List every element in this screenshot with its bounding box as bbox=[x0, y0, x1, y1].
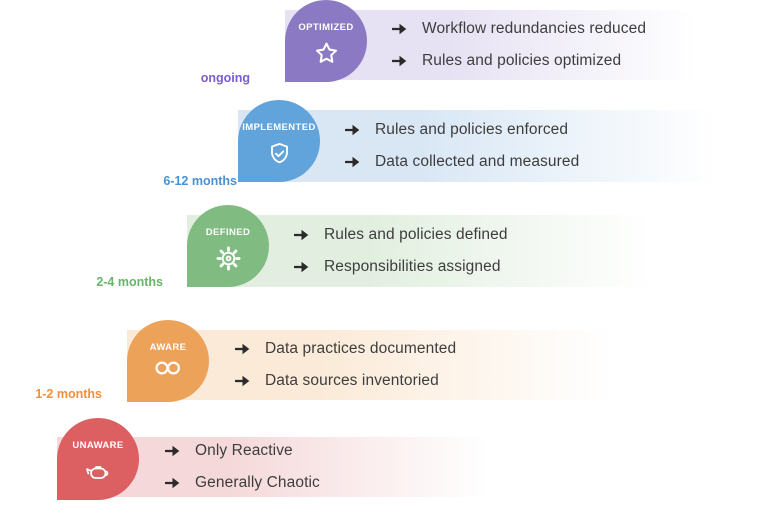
level-badge: DEFINED bbox=[187, 205, 269, 287]
level-name: UNAWARE bbox=[72, 440, 124, 451]
bullet-text: Rules and policies optimized bbox=[422, 52, 622, 69]
arrow-right-icon bbox=[392, 55, 407, 67]
bullet-text: Data practices documented bbox=[265, 340, 457, 357]
level-bar bbox=[57, 437, 497, 497]
bullet-item: Rules and policies optimized bbox=[392, 50, 646, 72]
bullet-text: Rules and policies defined bbox=[324, 226, 508, 243]
level-bar bbox=[285, 10, 705, 80]
bullet-text: Data collected and measured bbox=[375, 153, 580, 170]
arrow-right-icon bbox=[345, 124, 360, 136]
bullet-text: Rules and policies enforced bbox=[375, 121, 569, 138]
timeline-label: 2-4 months bbox=[96, 275, 163, 289]
arrow-right-icon bbox=[165, 445, 180, 457]
level-badge: UNAWARE bbox=[57, 418, 139, 500]
bullet-item: Rules and policies enforced bbox=[345, 119, 579, 141]
level-name: DEFINED bbox=[205, 227, 251, 238]
bullet-text: Only Reactive bbox=[195, 442, 293, 459]
arrow-right-icon bbox=[165, 477, 180, 489]
star-icon bbox=[313, 40, 340, 67]
arrow-right-icon bbox=[294, 229, 309, 241]
bullet-text: Workflow redundancies reduced bbox=[422, 20, 647, 37]
level-badge: AWARE bbox=[127, 320, 209, 402]
bullet-item: Generally Chaotic bbox=[165, 472, 320, 494]
bullet-item: Data collected and measured bbox=[345, 151, 579, 173]
bullet-text: Responsibilities assigned bbox=[324, 258, 501, 275]
bullet-text: Generally Chaotic bbox=[195, 474, 320, 491]
level-bullets: Only Reactive Generally Chaotic bbox=[165, 437, 320, 497]
gear-icon bbox=[215, 245, 242, 272]
timeline-label: 1-2 months bbox=[35, 387, 102, 401]
bullet-item: Workflow redundancies reduced bbox=[392, 18, 646, 40]
level-bullets: Data practices documented Data sources i… bbox=[235, 330, 456, 400]
level-badge: IMPLEMENTED bbox=[238, 100, 320, 182]
timeline-label: ongoing bbox=[200, 71, 250, 85]
bullet-item: Data practices documented bbox=[235, 338, 456, 360]
level-badge: OPTIMIZED bbox=[285, 0, 367, 82]
teapot-icon bbox=[83, 458, 113, 485]
bullet-item: Rules and policies defined bbox=[294, 224, 508, 246]
arrow-right-icon bbox=[392, 23, 407, 35]
bullet-item: Responsibilities assigned bbox=[294, 256, 508, 278]
shield-check-icon bbox=[267, 140, 292, 167]
bullet-item: Only Reactive bbox=[165, 440, 320, 462]
level-bar bbox=[238, 110, 728, 182]
level-bullets: Rules and policies defined Responsibilit… bbox=[294, 215, 508, 287]
arrow-right-icon bbox=[235, 375, 250, 387]
bullet-text: Data sources inventoried bbox=[265, 372, 439, 389]
glasses-icon bbox=[152, 360, 184, 387]
level-bullets: Rules and policies enforced Data collect… bbox=[345, 110, 579, 182]
level-bar bbox=[187, 215, 662, 287]
arrow-right-icon bbox=[294, 261, 309, 273]
bullet-item: Data sources inventoried bbox=[235, 370, 456, 392]
level-name: IMPLEMENTED bbox=[242, 122, 316, 133]
level-name: OPTIMIZED bbox=[298, 22, 354, 33]
arrow-right-icon bbox=[345, 156, 360, 168]
timeline-label: 6-12 months bbox=[163, 174, 237, 188]
level-bar bbox=[127, 330, 622, 400]
level-bullets: Workflow redundancies reduced Rules and … bbox=[392, 10, 646, 80]
level-name: AWARE bbox=[149, 342, 187, 353]
arrow-right-icon bbox=[235, 343, 250, 355]
